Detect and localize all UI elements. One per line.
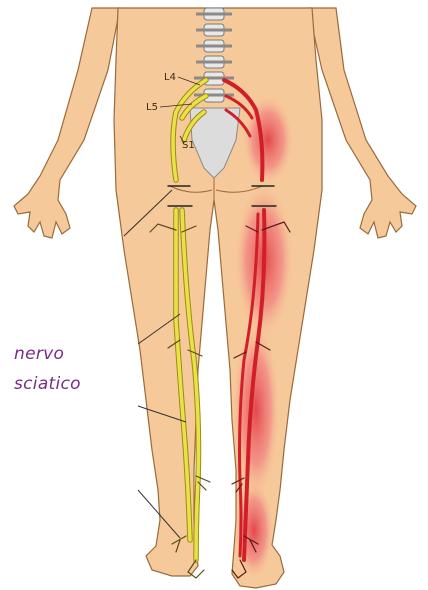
caption-nervo: nervo — [14, 344, 64, 364]
left-arm — [14, 8, 120, 238]
label-s1: S1 — [182, 140, 195, 151]
caption-sciatico: sciatico — [14, 374, 81, 394]
label-l5: L5 — [146, 102, 158, 113]
label-l4: L4 — [164, 72, 176, 83]
right-arm — [308, 8, 416, 238]
